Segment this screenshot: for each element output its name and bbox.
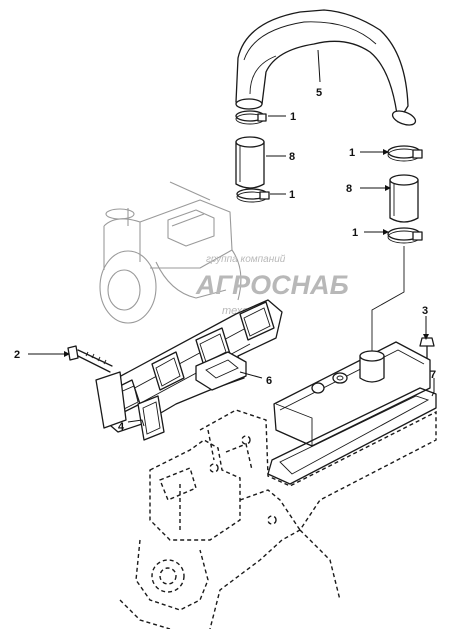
callout-4: 4 [118, 421, 125, 433]
callout-1-b: 1 [289, 189, 295, 201]
leader-lines [28, 49, 435, 427]
callout-1-d: 1 [352, 227, 358, 239]
watermark-line1: группа компаний [206, 254, 286, 265]
callout-5: 5 [316, 87, 322, 99]
callout-2: 2 [14, 349, 20, 361]
turbocharger-outline [99, 181, 242, 324]
callout-7: 7 [430, 369, 436, 381]
cover-bolt [419, 337, 435, 359]
callout-labels: 5 1 8 1 1 8 1 2 3 4 6 7 [14, 87, 436, 433]
hose-clamp-left-top [235, 110, 267, 125]
callout-6: 6 [266, 375, 272, 387]
sleeve-left [235, 136, 265, 189]
manifold-gasket [137, 395, 165, 441]
callout-3: 3 [422, 305, 428, 317]
callout-8-a: 8 [289, 151, 295, 163]
crossover-pipe [235, 9, 417, 126]
exhaust-manifold [95, 299, 283, 433]
manifold-bolt [67, 345, 113, 373]
guide-line [371, 246, 405, 352]
callout-1-a: 1 [290, 111, 296, 123]
leader-arrowheads [64, 149, 429, 357]
hose-clamp-right-top [387, 145, 423, 162]
engine-block-outline [119, 409, 437, 629]
watermark-line2: АГРОСНАБ [195, 270, 349, 300]
callout-1-c: 1 [349, 147, 355, 159]
sleeve-right [389, 174, 419, 223]
hose-clamp-left-bottom [236, 188, 270, 203]
valve-cover [273, 341, 431, 447]
hose-clamp-right-bottom [387, 227, 423, 244]
callout-8-b: 8 [346, 183, 352, 195]
